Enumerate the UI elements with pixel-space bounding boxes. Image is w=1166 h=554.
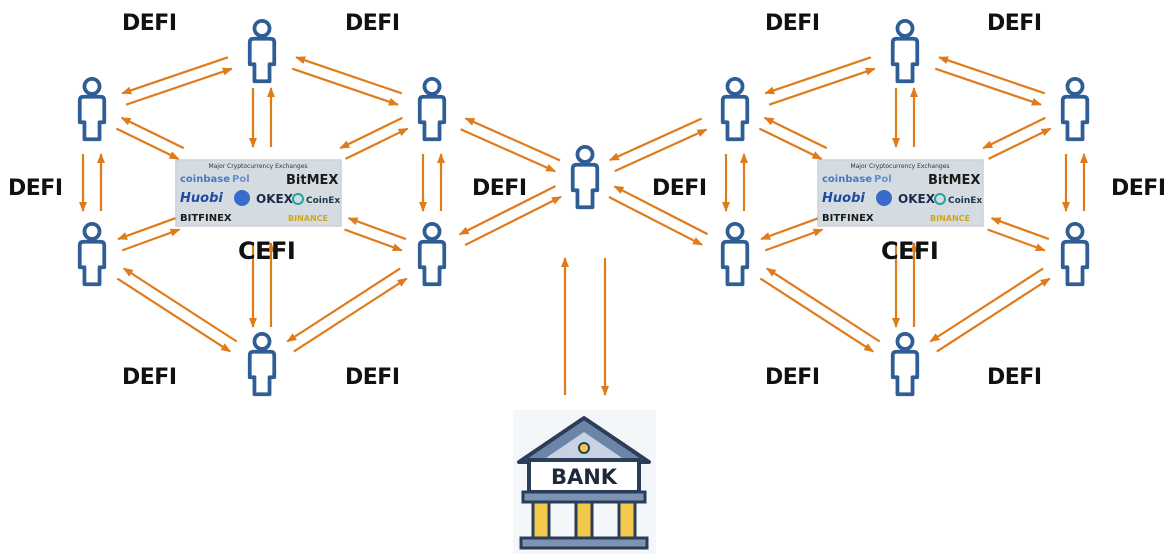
person-icon <box>77 77 107 142</box>
cefi-label: CEFI <box>238 237 295 265</box>
defi-label: DEFI <box>987 11 1042 36</box>
arrow-icon <box>115 127 180 160</box>
defi-label: DEFI <box>1111 176 1166 201</box>
arrow-icon <box>608 196 703 246</box>
person-icon <box>1060 222 1090 287</box>
defi-label: DEFI <box>122 365 177 390</box>
arrow-icon <box>934 67 1042 106</box>
arrow-icon <box>763 116 828 150</box>
defi-label: DEFI <box>987 365 1042 390</box>
arrow-icon <box>120 116 185 150</box>
binance-logo: BINANCE <box>930 214 970 223</box>
defi-label: DEFI <box>472 176 527 201</box>
defi-label: DEFI <box>765 11 820 36</box>
arrow-icon <box>464 195 562 247</box>
bitmex-logo: BitMEX <box>928 173 980 188</box>
person-icon <box>417 222 447 287</box>
arrow-icon <box>765 267 881 343</box>
arrow-icon <box>125 67 233 106</box>
person-icon <box>247 19 277 84</box>
poloniex-logo: Pol <box>874 174 892 185</box>
defi-label: DEFI <box>8 176 63 201</box>
okex-logo: OKEX <box>898 192 936 206</box>
cefi-exchange-panel-left: Major Cryptocurrency Exchanges coinbase … <box>175 159 342 227</box>
arrow-icon <box>608 117 703 162</box>
arrow-icon <box>122 267 238 343</box>
arrow-icon <box>117 217 176 241</box>
arrow-icon <box>938 56 1046 95</box>
poloniex-logo: Pol <box>232 174 250 185</box>
arrow-icon <box>936 277 1051 353</box>
defi-label: DEFI <box>122 11 177 36</box>
exchange-title: Major Cryptocurrency Exchanges <box>850 163 949 170</box>
person-icon <box>890 19 920 84</box>
coinex-icon <box>934 193 946 205</box>
arrow-icon <box>759 277 875 353</box>
coinex-logo: CoinEx <box>948 196 982 206</box>
arrow-icon <box>344 228 403 252</box>
arrows-layer <box>79 56 1088 396</box>
arrow-icon <box>458 185 556 236</box>
arrow-icon <box>464 117 561 162</box>
defi-label: DEFI <box>345 11 400 36</box>
person-icon <box>247 332 277 397</box>
arrow-icon <box>116 277 232 353</box>
arrow-icon <box>121 56 229 95</box>
person-icon <box>77 222 107 287</box>
arrow-icon <box>295 56 403 95</box>
arrow-icon <box>460 128 557 173</box>
arrow-icon <box>987 228 1046 252</box>
cefi-label: CEFI <box>881 237 938 265</box>
okex-logo: OKEX <box>256 192 294 206</box>
arrow-icon <box>768 67 876 106</box>
arrow-icon <box>982 116 1046 150</box>
person-icon <box>720 222 750 287</box>
huobi-icon <box>234 190 250 206</box>
defi-label: DEFI <box>652 176 707 201</box>
coinbase-logo: coinbase <box>822 174 872 185</box>
arrow-icon <box>988 127 1052 160</box>
person-icon <box>720 77 750 142</box>
arrow-icon <box>293 277 408 353</box>
coinex-logo: CoinEx <box>306 196 340 206</box>
bank-label: BANK <box>551 465 618 489</box>
arrow-icon <box>929 267 1044 343</box>
bank-building-icon: BANK <box>513 410 656 554</box>
exchange-title: Major Cryptocurrency Exchanges <box>208 163 307 170</box>
arrow-icon <box>121 228 181 252</box>
cefi-exchange-panel-right: Major Cryptocurrency Exchanges coinbase … <box>817 159 984 227</box>
defi-label: DEFI <box>345 365 400 390</box>
arrow-icon <box>760 217 819 241</box>
defi-label: DEFI <box>765 365 820 390</box>
arrow-icon <box>345 127 409 160</box>
person-icon <box>417 77 447 142</box>
person-icon <box>1060 77 1090 142</box>
binance-logo: BINANCE <box>288 214 328 223</box>
arrow-icon <box>758 127 823 160</box>
arrow-icon <box>614 128 708 173</box>
coinbase-logo: coinbase <box>180 174 230 185</box>
arrow-icon <box>990 217 1050 241</box>
arrow-icon <box>347 217 407 241</box>
arrow-icon <box>764 228 824 252</box>
huobi-icon <box>876 190 892 206</box>
arrow-icon <box>286 267 401 343</box>
bitfinex-logo: BITFINEX <box>822 213 874 224</box>
bitmex-logo: BitMEX <box>286 173 338 188</box>
arrow-icon <box>291 67 399 106</box>
bitfinex-logo: BITFINEX <box>180 213 232 224</box>
huobi-logo: Huobi <box>822 191 865 206</box>
arrow-icon <box>613 185 708 236</box>
arrow-icon <box>339 116 403 150</box>
person-icon <box>890 332 920 397</box>
huobi-logo: Huobi <box>180 191 223 206</box>
person-icon <box>570 145 600 210</box>
coinex-icon <box>292 193 304 205</box>
arrow-icon <box>764 56 872 95</box>
